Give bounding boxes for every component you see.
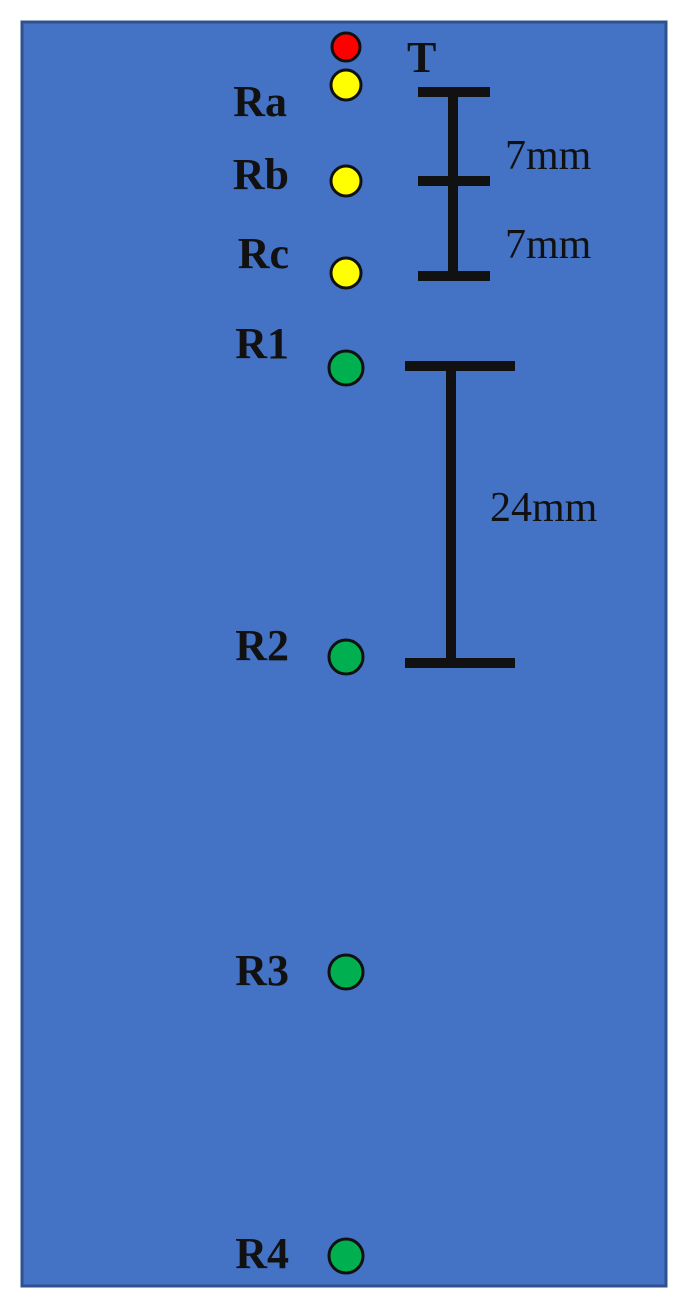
dimension-ra-rb: 7mm: [418, 87, 592, 186]
sensor-r2-label: R2: [235, 621, 289, 670]
sensor-r4-label: R4: [235, 1229, 289, 1278]
dimension-layer: 7mm 7mm 24mm: [405, 87, 598, 668]
dimension-r1-r2-label: 24mm: [490, 485, 598, 531]
sensor-r3-label: R3: [235, 946, 289, 995]
dimension-ra-rb-label: 7mm: [505, 133, 592, 179]
dimension-rb-rc-label: 7mm: [505, 222, 592, 268]
sensor-rb-dot: [329, 164, 363, 198]
sensor-ra-label: Ra: [233, 77, 287, 126]
sensor-ra-dot: [329, 68, 363, 102]
sensor-t-dot: [330, 31, 362, 63]
sensor-r1-label: R1: [235, 319, 289, 368]
dimension-rb-rc: 7mm: [418, 181, 592, 281]
sensor-rc-dot: [329, 256, 363, 290]
dimension-r1-r2: 24mm: [405, 361, 598, 668]
sensor-r2-dot: [327, 638, 365, 676]
sensor-r4-dot: [327, 1237, 365, 1275]
sensor-r1-dot: [327, 349, 365, 387]
sensor-rc-label: Rc: [238, 229, 289, 278]
sensor-t-label: T: [407, 33, 436, 82]
sensor-rb-label: Rb: [233, 150, 289, 199]
sensor-r3-dot: [327, 953, 365, 991]
